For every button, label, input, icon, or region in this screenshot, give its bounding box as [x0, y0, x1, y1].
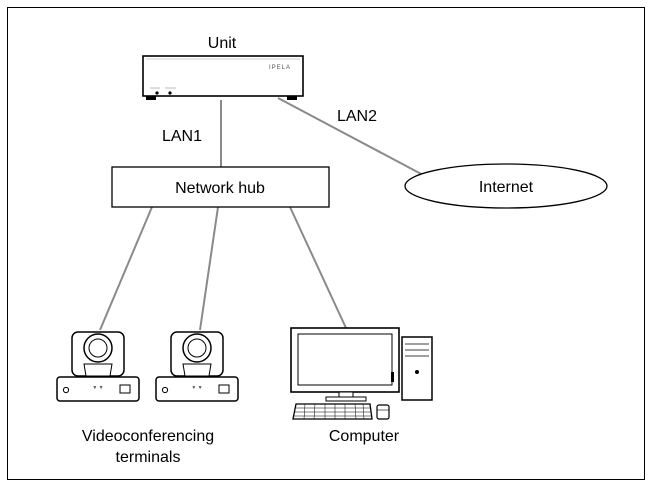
svg-text:▼ ▼: ▼ ▼ [92, 385, 103, 391]
network-hub-label: Network hub [175, 180, 265, 197]
internet-label: Internet [479, 179, 534, 196]
network-hub-box [111, 166, 330, 208]
lan1-label: LAN1 [162, 128, 202, 145]
unit-brand-text: IPELA [269, 65, 291, 71]
link-hub-computer [289, 206, 347, 329]
link-unit-internet-lan2 [277, 97, 426, 177]
unit-label: Unit [208, 35, 237, 52]
unit-device: IPELA [142, 55, 304, 100]
svg-text:▼ ▼: ▼ ▼ [191, 385, 202, 391]
computer-label: Computer [329, 428, 400, 445]
videoconferencing-label-line2: terminals [116, 449, 181, 466]
camera-terminal-icon: ▼ ▼ [155, 331, 239, 402]
link-hub-terminal-1 [99, 206, 153, 331]
lan2-label: LAN2 [337, 108, 377, 125]
videoconferencing-label-line1: Videoconferencing [82, 428, 214, 445]
diagram-frame [7, 7, 645, 480]
link-hub-terminal-2 [199, 206, 219, 331]
internet-ellipse [404, 163, 608, 209]
computer-icon [290, 327, 433, 420]
camera-terminal-icon: ▼ ▼ [56, 331, 140, 402]
